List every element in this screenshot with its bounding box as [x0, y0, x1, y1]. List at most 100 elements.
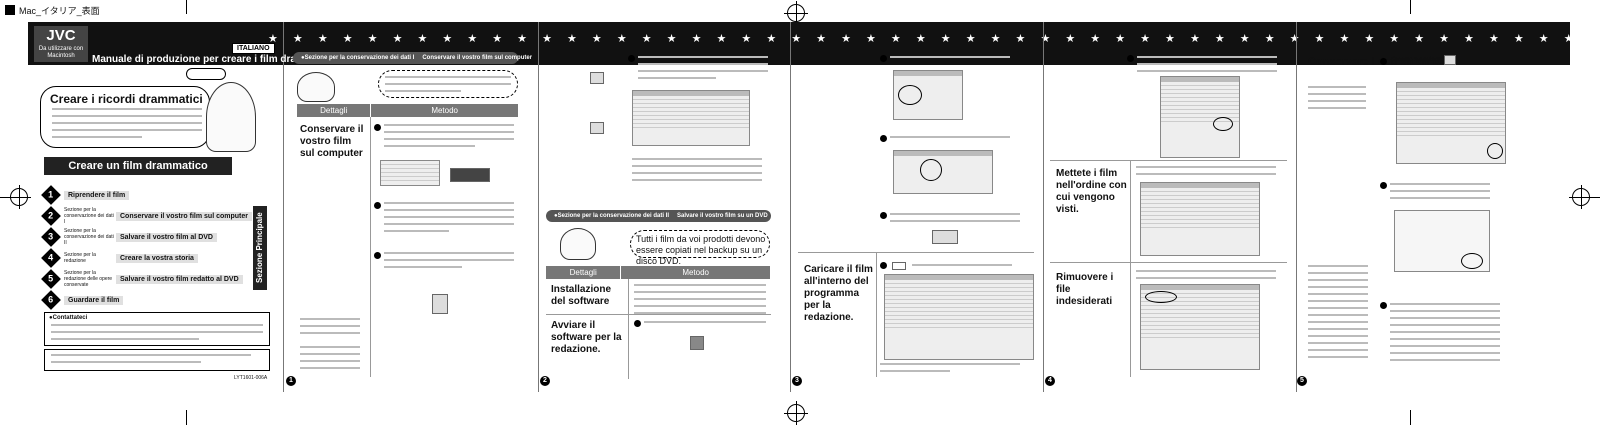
- document-code: LYT1601-006A: [234, 375, 268, 381]
- language-tag: ITALIANO: [232, 43, 275, 54]
- table-divider: [370, 117, 371, 377]
- step-section-tag: Sezione per la conservazione dei dati I: [64, 207, 114, 225]
- section-banner: Creare un film drammatico: [44, 157, 232, 175]
- crop-mark: [1410, 0, 1411, 14]
- registration-mark-icon: [784, 401, 808, 425]
- folder-list-screenshot: [1160, 76, 1240, 158]
- step-number: 1: [41, 185, 61, 205]
- tip-bubble: [630, 230, 770, 258]
- folder-icon: [590, 122, 604, 134]
- dvd-list-screenshot: [1396, 82, 1506, 164]
- person-illustration: [206, 82, 256, 152]
- sezione-principale-tab: Sezione Principale: [253, 206, 267, 290]
- table-divider: [1130, 160, 1131, 377]
- table-col-dettagli: Dettagli: [297, 104, 372, 117]
- table-divider: [628, 279, 629, 379]
- step-number: 3: [41, 227, 61, 247]
- step-bullet: [374, 252, 381, 259]
- section-title: Conservare il vostro film sul computer: [422, 55, 533, 61]
- step-bullet: [1380, 182, 1387, 189]
- speech-bubble: [186, 68, 226, 80]
- step-label: Salvare il vostro film al DVD: [116, 232, 217, 242]
- crop-mark: [1586, 197, 1600, 198]
- section-header: ●Sezione per la conservazione dei dati I…: [293, 52, 532, 64]
- page-number: 2: [540, 376, 550, 386]
- info-box: [44, 349, 270, 371]
- table-row-divider: [1050, 160, 1287, 161]
- dialog-screenshot: [1394, 210, 1490, 272]
- crop-mark: [186, 0, 187, 14]
- step-section-tag: Sezione per la redazione: [64, 252, 96, 264]
- row-title: Caricare il film all'interno del program…: [804, 264, 873, 323]
- panel-divider: [790, 22, 791, 392]
- load-file-button-icon: [892, 262, 906, 270]
- step-bullet: [628, 55, 635, 62]
- intro-heading: Creare i ricordi drammatici: [50, 92, 203, 106]
- table-col-metodo: Metodo: [621, 266, 771, 279]
- page-number: 5: [1297, 376, 1307, 386]
- step-item: 2 Sezione per la conservazione dei dati …: [41, 206, 252, 226]
- menu-screenshot: [380, 160, 440, 186]
- folder-icon: [450, 168, 490, 182]
- step-bullet: [1380, 58, 1387, 65]
- table-col-metodo: Metodo: [371, 104, 519, 117]
- drive-icon: [690, 336, 704, 350]
- page-number: 4: [1045, 376, 1055, 386]
- row-title: Installazione del software: [551, 284, 612, 307]
- doc-label-text: Mac_イタリア_表面: [19, 5, 100, 16]
- table-divider: [876, 252, 877, 377]
- step-bullet: [880, 135, 887, 142]
- panel-divider: [1296, 22, 1297, 392]
- step-number: 5: [41, 269, 61, 289]
- step-section-tag: Sezione per la conservazione dei dati II: [64, 228, 114, 246]
- folder-icon: [590, 72, 604, 84]
- step-number: 2: [41, 206, 61, 226]
- panel-divider: [538, 22, 539, 392]
- applications-screenshot: [893, 70, 963, 120]
- step-item: 6 Guardare il film: [41, 290, 124, 310]
- row-title: Rimuovere i file indesiderati: [1056, 272, 1114, 307]
- finder-screenshot: [632, 90, 750, 146]
- manual-title: Manuale di produzione per creare i film …: [92, 54, 337, 65]
- logo-text: JVC: [46, 27, 76, 44]
- tip-bubble: [378, 70, 518, 98]
- crop-mark: [186, 410, 187, 425]
- step-item: 5 Sezione per la redazione delle opere c…: [41, 269, 243, 289]
- logo-subtitle: Da utilizzare con Macintosh: [38, 46, 84, 59]
- person-illustration: [297, 72, 335, 102]
- header-band: ★ ★ ★ ★ ★ ★ ★ ★ ★ ★ ★ ★ ★ ★ ★ ★ ★ ★ ★ ★ …: [28, 22, 1570, 65]
- tip-text: Tutti i film da voi prodotti devono esse…: [636, 234, 766, 266]
- drive-icon: [432, 294, 448, 314]
- contact-title: ●Contattateci: [49, 315, 88, 321]
- step-bullet: [880, 262, 887, 269]
- table-header: Dettagli Metodo: [546, 266, 771, 279]
- delete-screenshot: [1140, 284, 1260, 370]
- star-pattern: ★ ★ ★ ★ ★ ★ ★ ★ ★ ★ ★ ★ ★ ★ ★ ★ ★ ★ ★ ★ …: [268, 33, 1570, 45]
- step-bullet: [374, 124, 381, 131]
- row-title: Mettete i film nell'ordine con cui vengo…: [1056, 168, 1127, 215]
- registration-mark-icon: [784, 1, 808, 25]
- step-label: Guardare il film: [64, 295, 124, 305]
- table-col-dettagli: Dettagli: [546, 266, 622, 279]
- page-number: 1: [286, 376, 296, 386]
- crop-mark: [1410, 410, 1411, 425]
- step-item: 1 Riprendere il film: [41, 185, 130, 205]
- section-title: Salvare il vostro film su un DVD: [677, 213, 768, 219]
- step-label: Salvare il vostro film redatto al DVD: [116, 274, 243, 284]
- row-title: Conservare il vostro film sul computer: [300, 124, 364, 159]
- backup-button-icon: [1444, 55, 1456, 65]
- table-row-divider: [798, 252, 1034, 253]
- contact-box: ●Contattateci: [44, 312, 270, 346]
- intro-text-block: [52, 108, 202, 143]
- step-label: Riprendere il film: [64, 190, 130, 200]
- label-square-icon: [5, 5, 15, 15]
- step-bullet: [880, 55, 887, 62]
- folder-screenshot: [893, 150, 993, 194]
- step-number: 4: [41, 248, 61, 268]
- table-row-divider: [546, 314, 771, 315]
- step-bullet: [1127, 55, 1134, 62]
- table-header: Dettagli Metodo: [297, 104, 519, 117]
- registration-mark-icon: [1569, 185, 1593, 209]
- section-tag: ●Sezione per la conservazione dei dati I…: [554, 213, 669, 219]
- table-row-divider: [1050, 262, 1287, 263]
